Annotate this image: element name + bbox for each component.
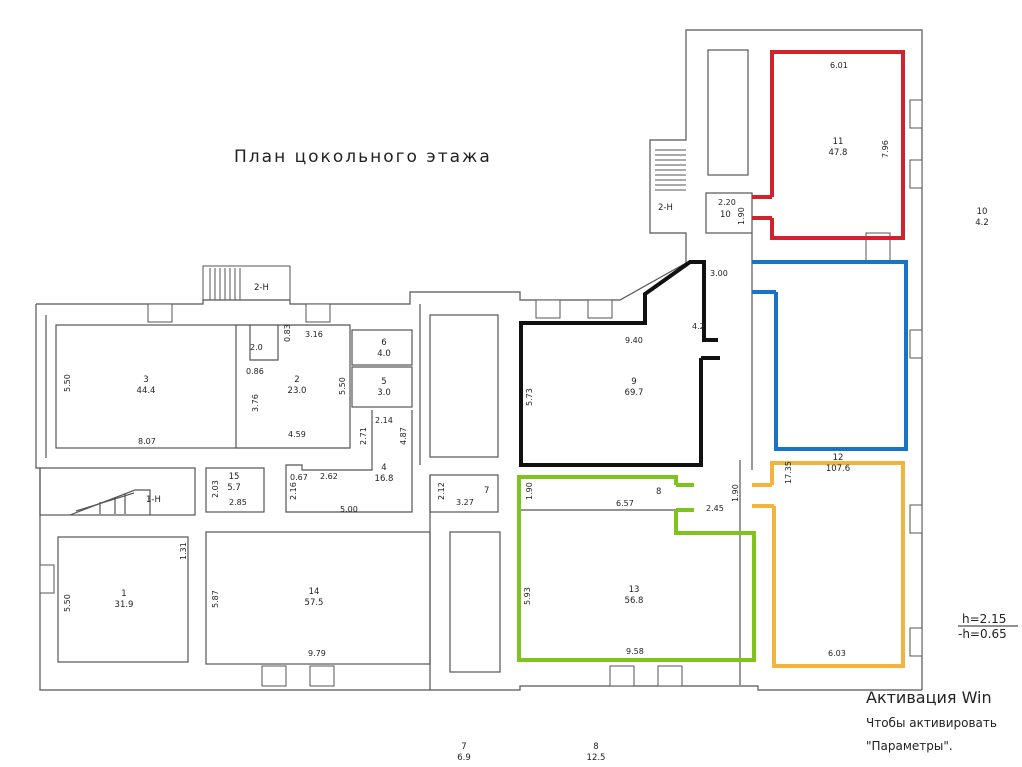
room-9-area: 69.7	[625, 388, 644, 398]
room-13-area: 56.8	[625, 596, 644, 606]
dim-label: 4.87	[399, 427, 408, 445]
dim-label: 9.40	[625, 336, 643, 345]
room-1-number: 1	[121, 589, 126, 599]
plan-title: План цокольного этажа	[234, 147, 492, 167]
watermark-line-3: "Параметры".	[866, 739, 953, 753]
stair-2h-left-label: 2-Н	[254, 283, 269, 293]
dim-label: 2.16	[289, 482, 298, 500]
bottom-7-number: 7	[461, 742, 466, 752]
room-12-blue-outline	[774, 260, 908, 451]
dim-label: 2.20	[718, 198, 736, 207]
room-4-area: 16.8	[375, 474, 394, 484]
room-13-number: 13	[629, 585, 640, 595]
stair-2h-right	[655, 149, 686, 191]
dim-label: 3.16	[305, 330, 323, 339]
room-15-area: 5.7	[227, 483, 241, 493]
dim-label: 1.31	[179, 542, 188, 560]
dim-label: 4.59	[288, 430, 306, 439]
room-11-area: 47.8	[829, 148, 848, 158]
dim-label: 2.85	[229, 498, 247, 507]
dim-label: 2.12	[437, 482, 446, 500]
room-1-area: 31.9	[115, 600, 134, 610]
stair-2h-right-label: 2-Н	[658, 203, 673, 213]
dim-label: 5.50	[63, 374, 72, 392]
bottom-8-area: 12.5	[587, 753, 606, 763]
dim-label: 3.00	[710, 269, 728, 278]
dim-label: 6.01	[830, 61, 848, 70]
stair-1h-label: 1-Н	[146, 495, 161, 505]
watermark-line-1: Активация Win	[866, 688, 992, 707]
bottom-labels: 7 6.9 8 12.5	[457, 742, 605, 763]
bottom-7-area: 6.9	[457, 753, 471, 763]
room-5-area: 3.0	[377, 388, 391, 398]
room-11-number: 11	[833, 137, 844, 147]
room-4-number: 4	[381, 463, 386, 473]
watermark-line-2: Чтобы активировать	[866, 716, 997, 730]
dim-label: 0.67	[290, 473, 308, 482]
room-10-label: 10	[720, 210, 731, 220]
dim-label: 7.96	[881, 140, 890, 158]
room-12-orange-outline	[770, 461, 905, 668]
room-6-number: 6	[381, 338, 386, 348]
dim-label: 1.90	[731, 484, 740, 502]
dim-label: 4.2	[692, 322, 705, 331]
dim-label: 2.14	[375, 416, 393, 425]
dim-label: 1.90	[737, 207, 746, 225]
dim-label: 5.87	[211, 590, 220, 608]
room-7-label: 7	[484, 486, 489, 496]
dim-label: 3.76	[251, 394, 260, 412]
room-15-number: 15	[229, 472, 240, 482]
dim-label: 6.03	[828, 649, 846, 658]
dim-label: 2.03	[211, 480, 220, 498]
room-14-number: 14	[309, 587, 320, 597]
room-6-area: 4.0	[377, 349, 391, 359]
dim-label: 17.35	[784, 461, 793, 484]
dim-label: 0.83	[283, 324, 292, 342]
room-9-outline	[519, 260, 718, 467]
dimension-labels: 5.50 8.07 0.86 3.76 4.59 0.83 3.16 2.0 5…	[63, 61, 890, 658]
room-5-number: 5	[381, 377, 386, 387]
room-3-area: 44.4	[137, 386, 156, 396]
room-12-area: 107.6	[826, 464, 850, 474]
dim-label: 3.27	[456, 498, 474, 507]
dim-label: 5.00	[340, 505, 358, 514]
dim-label: 2.62	[320, 472, 338, 481]
dim-label: 2.45	[706, 504, 724, 513]
room-2-area: 23.0	[288, 386, 307, 396]
dim-label: 8.07	[138, 437, 156, 446]
dim-label: 5.73	[525, 388, 534, 406]
stair-2h-left	[202, 265, 291, 301]
height-labels: h=2.15 -h=0.65	[958, 612, 1018, 641]
dim-label: 5.50	[63, 594, 72, 612]
dim-label: 9.79	[308, 649, 326, 658]
room-13-outline	[517, 475, 756, 662]
room-12-number: 12	[833, 453, 844, 463]
room-10-side-area: 4.2	[975, 218, 989, 228]
room-3-number: 3	[143, 375, 148, 385]
dim-label: 0.86	[246, 367, 264, 376]
height-top: h=2.15	[962, 612, 1006, 626]
room-10-side-number: 10	[977, 207, 988, 217]
bottom-8-number: 8	[593, 742, 598, 752]
dim-label: 5.50	[338, 377, 347, 395]
height-bottom: -h=0.65	[958, 627, 1007, 641]
room-14-area: 57.5	[305, 598, 324, 608]
interior-walls	[39, 49, 753, 685]
room-9-number: 9	[631, 377, 636, 387]
room-8-label: 8	[656, 487, 661, 497]
room-11-outline	[770, 50, 905, 240]
dim-label: 5.93	[523, 587, 532, 605]
dim-label: 9.58	[626, 647, 644, 656]
dim-label: 1.90	[525, 482, 534, 500]
dim-label: 2.0	[250, 343, 263, 352]
activation-watermark: Активация Win Чтобы активировать "Параме…	[866, 688, 997, 753]
room-2-number: 2	[294, 375, 299, 385]
dim-label: 6.57	[616, 499, 634, 508]
dim-label: 2.71	[359, 427, 368, 445]
room-labels: 1 31.9 3 44.4 2 23.0 4 16.8 5 3.0 6 4.0 …	[115, 137, 989, 610]
